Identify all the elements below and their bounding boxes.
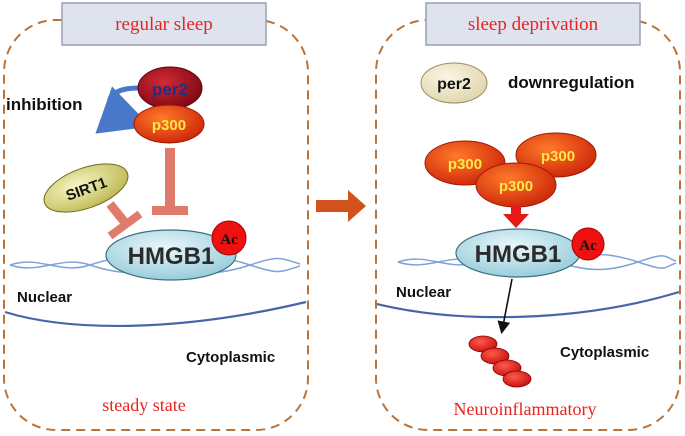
left-hmgb1-label: HMGB1 bbox=[128, 243, 215, 270]
left-panel: regular sleep inhibition per2 p300 SIRT1… bbox=[3, 2, 309, 431]
right-title-box bbox=[425, 2, 641, 46]
left-p300-ellipse bbox=[133, 104, 205, 144]
right-nuclear-label: Nuclear bbox=[396, 284, 451, 301]
right-panel-border bbox=[375, 19, 681, 431]
right-outcome-label: Neuroinflammatory bbox=[454, 399, 597, 419]
right-per2-ellipse bbox=[420, 62, 488, 104]
neuro-bead-4 bbox=[502, 370, 532, 388]
left-nuclear-membrane bbox=[4, 300, 307, 328]
right-panel: sleep deprivation per2 downregulation p3… bbox=[375, 2, 681, 431]
left-nuclear-label: Nuclear bbox=[17, 289, 72, 306]
sirt1-ellipse bbox=[43, 163, 129, 213]
neuroinflammatory-chain bbox=[468, 335, 532, 388]
right-nuclear-membrane bbox=[376, 290, 680, 319]
left-cytoplasmic-label: Cytoplasmic bbox=[186, 349, 275, 366]
right-p300-b-label: p300 bbox=[541, 148, 575, 165]
right-p300-c-label: p300 bbox=[499, 178, 533, 195]
right-p300-a-label: p300 bbox=[448, 156, 482, 173]
right-per2-label: per2 bbox=[437, 76, 471, 93]
left-hmgb1-ellipse bbox=[105, 229, 237, 281]
left-outcome-label: steady state bbox=[102, 395, 185, 415]
sirt1-inhibit-bar bbox=[107, 210, 143, 240]
export-arrow bbox=[497, 278, 513, 335]
p300-activate-arrow bbox=[503, 206, 529, 228]
right-cytoplasmic-label: Cytoplasmic bbox=[560, 344, 649, 361]
right-title: sleep deprivation bbox=[468, 14, 599, 35]
sirt1-inhibit-line bbox=[106, 201, 130, 227]
left-title: regular sleep bbox=[115, 14, 213, 35]
inhibition-arrow bbox=[95, 85, 151, 134]
p300-inhibit-bar bbox=[152, 206, 188, 215]
left-panel-border bbox=[3, 19, 309, 431]
left-p300-label: p300 bbox=[152, 117, 186, 134]
inhibition-label: inhibition bbox=[6, 95, 82, 114]
downregulation-label: downregulation bbox=[508, 73, 635, 92]
right-ac-circle bbox=[571, 227, 605, 261]
right-ac-label: Ac bbox=[579, 238, 597, 254]
left-per2-label: per2 bbox=[152, 80, 188, 99]
p300-inhibit-line bbox=[165, 148, 175, 208]
left-title-box bbox=[61, 2, 267, 46]
left-ac-circle bbox=[211, 220, 247, 256]
right-hmgb1-label: HMGB1 bbox=[475, 241, 562, 268]
left-ac-label: Ac bbox=[220, 232, 238, 248]
transition-arrow bbox=[316, 190, 366, 222]
